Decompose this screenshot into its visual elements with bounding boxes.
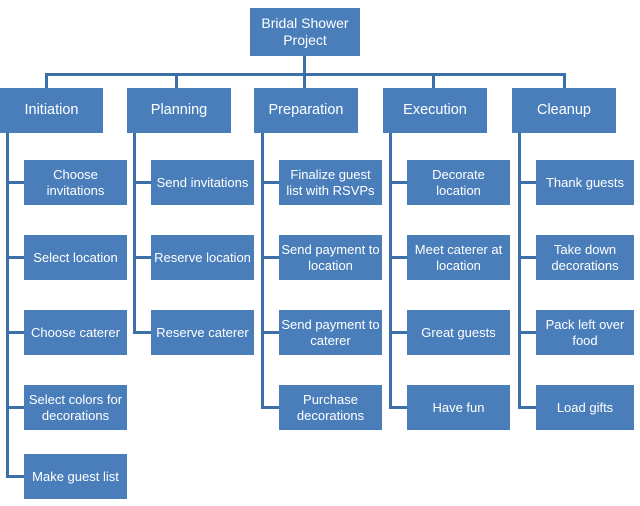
task-label: Reserve location <box>154 249 251 265</box>
task-box-choose-caterer[interactable]: Choose caterer <box>24 310 127 355</box>
connector-stub-execution-3 <box>389 331 407 334</box>
connector-stub-planning-2 <box>133 256 151 259</box>
connector-spine-planning <box>133 133 136 333</box>
task-label: Thank guests <box>545 174 625 190</box>
connector-stub-initiation-1 <box>6 181 24 184</box>
task-box-send-payment-to-location[interactable]: Send payment to location <box>279 235 382 280</box>
root-node-label: Bridal Shower Project <box>261 15 349 48</box>
connector-drop-cleanup <box>563 73 566 88</box>
phase-box-execution[interactable]: Execution <box>383 88 487 133</box>
task-box-make-guest-list[interactable]: Make guest list <box>24 454 127 499</box>
task-label: Take down decorations <box>551 242 619 273</box>
connector-stub-execution-4 <box>389 406 407 409</box>
phase-label-preparation: Preparation <box>268 101 344 118</box>
task-box-meet-caterer-at-location[interactable]: Meet caterer at location <box>407 235 510 280</box>
phase-label-planning: Planning <box>150 101 208 118</box>
connector-drop-preparation <box>303 73 306 88</box>
phase-box-planning[interactable]: Planning <box>127 88 231 133</box>
phase-box-initiation[interactable]: Initiation <box>0 88 103 133</box>
task-box-decorate-location[interactable]: Decorate location <box>407 160 510 205</box>
task-label: Meet caterer at location <box>414 242 503 273</box>
connector-stub-cleanup-3 <box>518 331 536 334</box>
connector-stub-preparation-2 <box>261 256 279 259</box>
connector-spine-execution <box>389 133 392 408</box>
connector-stub-initiation-4 <box>6 406 24 409</box>
connector-stub-cleanup-4 <box>518 406 536 409</box>
phase-label-cleanup: Cleanup <box>536 101 591 118</box>
task-label: Reserve caterer <box>156 324 249 340</box>
task-box-have-fun[interactable]: Have fun <box>407 385 510 430</box>
task-label: Decorate location <box>432 167 485 198</box>
task-label: Finalize guest list with RSVPs <box>286 167 375 198</box>
connector-stub-initiation-3 <box>6 331 24 334</box>
connector-spine-preparation <box>261 133 264 408</box>
task-label: Choose invitations <box>46 167 105 198</box>
task-label: Select location <box>33 249 118 265</box>
task-label: Select colors for decorations <box>28 392 123 423</box>
connector-drop-execution <box>432 73 435 88</box>
task-box-finalize-guest-list-with-rsvps[interactable]: Finalize guest list with RSVPs <box>279 160 382 205</box>
root-node-bridal-shower-project[interactable]: Bridal Shower Project <box>250 8 360 56</box>
task-label: Purchase decorations <box>296 392 365 423</box>
connector-stub-cleanup-1 <box>518 181 536 184</box>
task-box-reserve-caterer[interactable]: Reserve caterer <box>151 310 254 355</box>
phase-box-cleanup[interactable]: Cleanup <box>512 88 616 133</box>
task-box-send-invitations[interactable]: Send invitations <box>151 160 254 205</box>
task-box-select-location[interactable]: Select location <box>24 235 127 280</box>
connector-root-stem <box>303 56 306 74</box>
task-label: Send invitations <box>156 174 249 190</box>
connector-spine-initiation <box>6 133 9 478</box>
task-box-take-down-decorations[interactable]: Take down decorations <box>536 235 634 280</box>
task-label: Make guest list <box>32 468 119 484</box>
phase-box-preparation[interactable]: Preparation <box>254 88 358 133</box>
task-box-choose-invitations[interactable]: Choose invitations <box>24 160 127 205</box>
phase-label-execution: Execution <box>403 101 467 118</box>
connector-drop-initiation <box>45 73 48 88</box>
connector-stub-initiation-2 <box>6 256 24 259</box>
task-box-thank-guests[interactable]: Thank guests <box>536 160 634 205</box>
task-box-load-gifts[interactable]: Load gifts <box>536 385 634 430</box>
task-label: Great guests <box>421 324 496 340</box>
connector-stub-planning-1 <box>133 181 151 184</box>
connector-drop-planning <box>175 73 178 88</box>
task-box-pack-left-over-food[interactable]: Pack left over food <box>536 310 634 355</box>
phase-label-initiation: Initiation <box>24 101 79 118</box>
connector-stub-preparation-3 <box>261 331 279 334</box>
connector-stub-execution-2 <box>389 256 407 259</box>
task-label: Send payment to caterer <box>281 317 380 348</box>
task-box-purchase-decorations[interactable]: Purchase decorations <box>279 385 382 430</box>
task-label: Choose caterer <box>31 324 120 340</box>
connector-stub-initiation-5 <box>6 475 24 478</box>
task-box-reserve-location[interactable]: Reserve location <box>151 235 254 280</box>
connector-stub-preparation-1 <box>261 181 279 184</box>
task-label: Send payment to location <box>281 242 380 273</box>
connector-spine-cleanup <box>518 133 521 408</box>
connector-stub-cleanup-2 <box>518 256 536 259</box>
task-label: Pack left over food <box>545 317 625 348</box>
task-box-great-guests[interactable]: Great guests <box>407 310 510 355</box>
connector-stub-execution-1 <box>389 181 407 184</box>
task-box-select-colors-for-decorations[interactable]: Select colors for decorations <box>24 385 127 430</box>
task-box-send-payment-to-caterer[interactable]: Send payment to caterer <box>279 310 382 355</box>
task-label: Load gifts <box>556 399 614 415</box>
task-label: Have fun <box>432 399 485 415</box>
connector-stub-planning-3 <box>133 331 151 334</box>
connector-stub-preparation-4 <box>261 406 279 409</box>
